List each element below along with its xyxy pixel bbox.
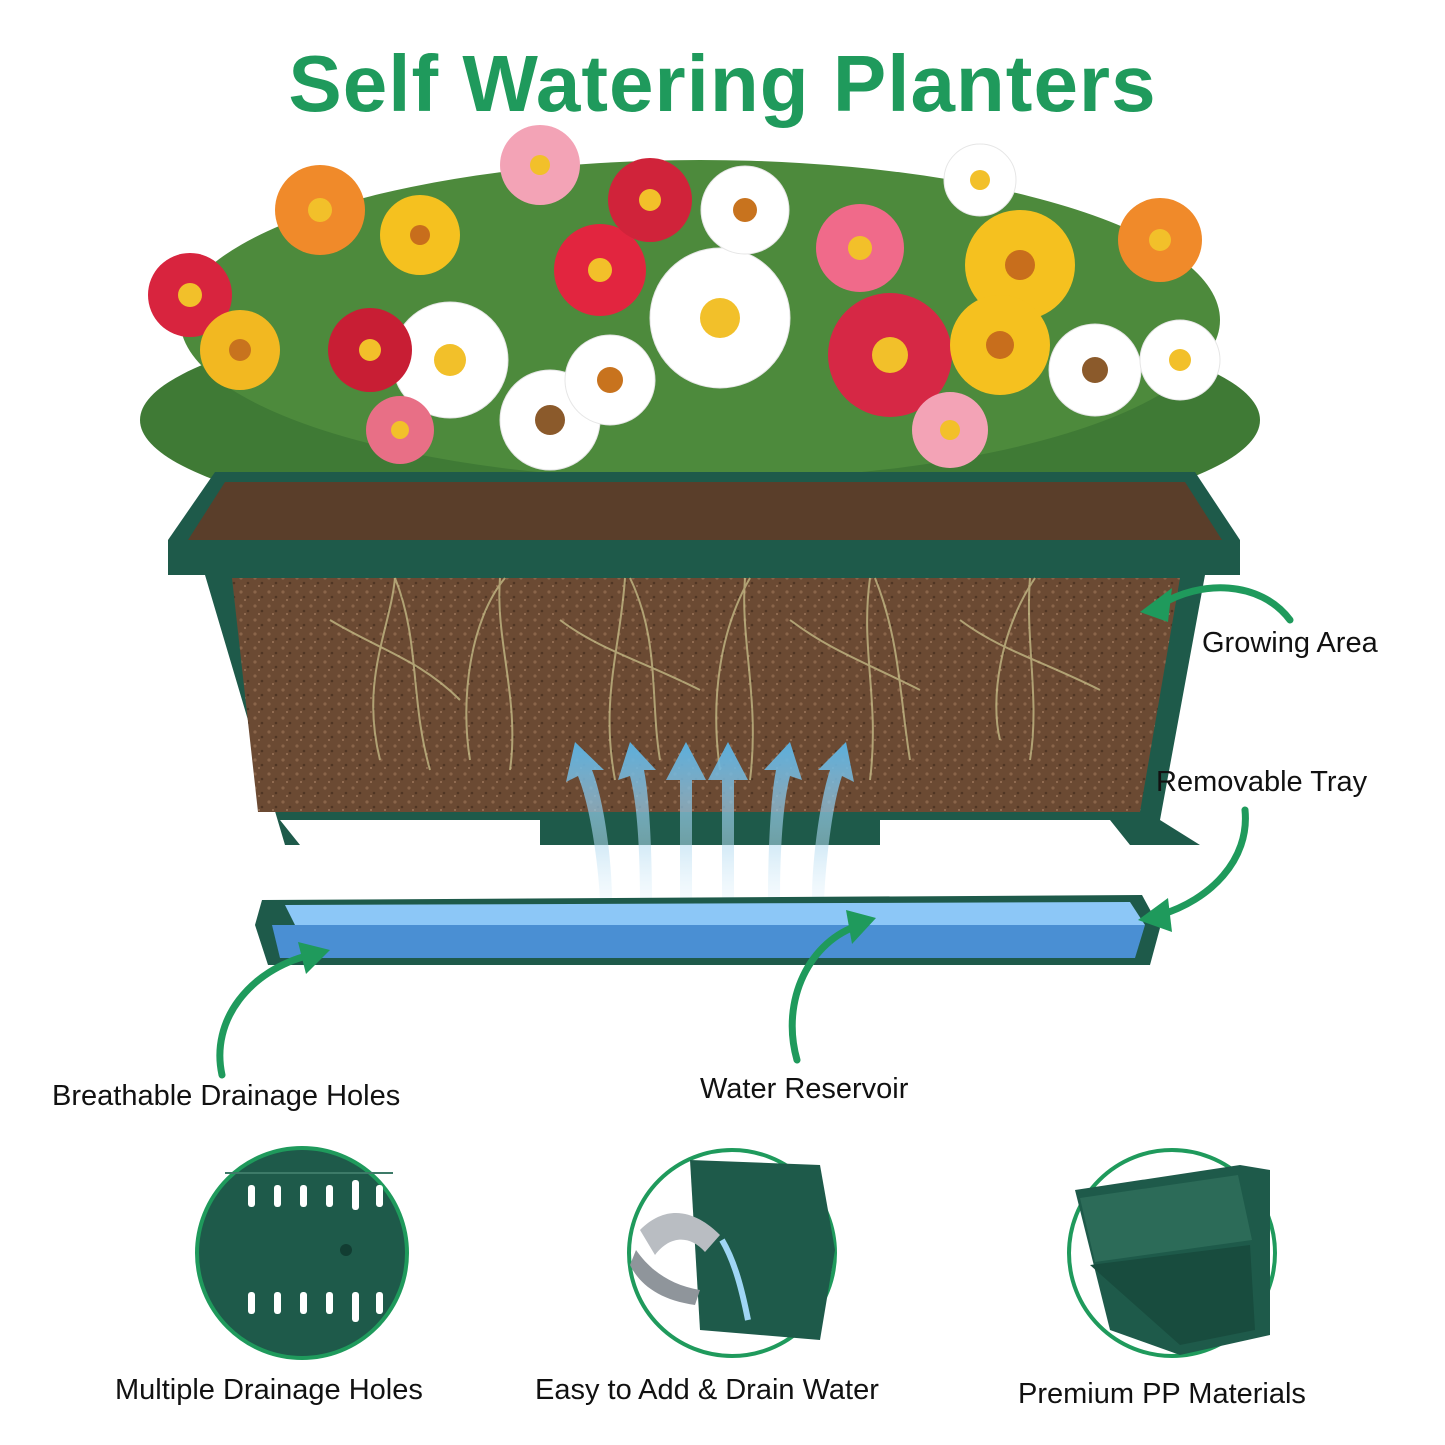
page-title: Self Watering Planters [288, 39, 1157, 128]
drainage-holes-icon [195, 1146, 409, 1360]
water-up-arrows [566, 742, 854, 900]
removable-tray-arrow-icon [1156, 806, 1249, 919]
growing-area-label: Growing Area [1202, 627, 1378, 659]
feature-drainage-holes [195, 1146, 409, 1360]
roots [329, 577, 1101, 781]
flower [148, 125, 1221, 471]
callout-arrowheads [298, 588, 1172, 974]
feature-add-drain-water [627, 1148, 837, 1358]
planter-box [168, 472, 1240, 900]
callout-arrows [216, 584, 1294, 1079]
removable-tray-label: Removable Tray [1156, 766, 1368, 798]
feature-label-add-drain-water: Easy to Add & Drain Water [535, 1374, 879, 1406]
water-reservoir-arrow-icon [788, 921, 864, 1064]
removable-tray [255, 895, 1160, 965]
feature-pp-materials [1067, 1148, 1277, 1358]
water-reservoir [272, 925, 1145, 958]
feature-label-pp-materials: Premium PP Materials [1018, 1378, 1306, 1410]
breathable-drainage-holes-label: Breathable Drainage Holes [52, 1080, 401, 1112]
growing-area-arrow-icon [1156, 584, 1294, 624]
water-reservoir-label: Water Reservoir [700, 1073, 909, 1105]
feature-label-multiple-drainage-holes: Multiple Drainage Holes [115, 1374, 423, 1406]
drainage-holes-arrow-icon [216, 951, 314, 1079]
